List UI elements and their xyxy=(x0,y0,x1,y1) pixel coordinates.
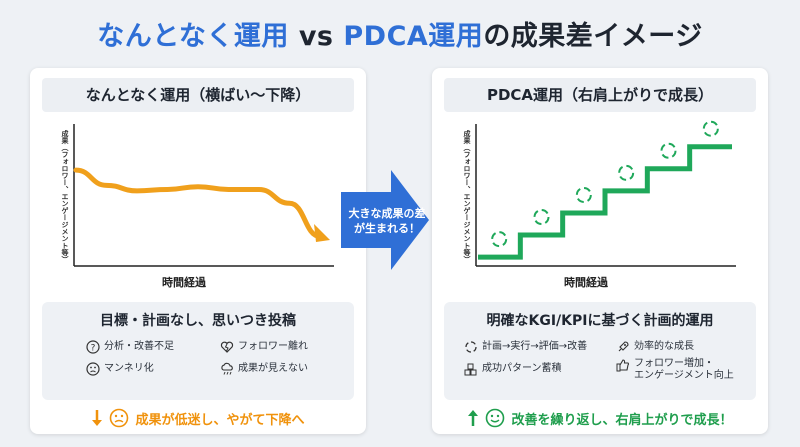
big-arrow-line-2: が生まれる！ xyxy=(354,222,420,235)
question-icon: ? xyxy=(86,340,100,354)
left-conclusion-text: 成果が低迷し、やがて下降へ xyxy=(135,412,305,428)
right-conclusion: 改善を繰り返し、右肩上がりで成長！ xyxy=(432,406,768,430)
right-x-label: 時間経過 xyxy=(564,275,609,289)
page-title: なんとなく運用 vs PDCA運用の成果差イメージ xyxy=(0,14,800,53)
cycle-icon xyxy=(491,231,508,248)
right-y-label: 成果（フォロワー、エンゲージメント等） xyxy=(463,130,471,263)
cycle-icon xyxy=(702,120,719,137)
title-part-3: PDCA運用 xyxy=(343,21,484,52)
title-part-2: vs xyxy=(298,21,344,52)
title-part-1: なんとなく運用 xyxy=(97,21,299,52)
right-item-label: 成功パターン蓄積 xyxy=(482,363,562,374)
left-x-label: 時間経過 xyxy=(162,275,207,289)
left-conclusion: 成果が低迷し、やがて下降へ xyxy=(30,406,366,430)
left-info-box: 目標・計画なし、思いつき投稿 ? 分析・改善不足 フォロワー離れ マンネリ化 成… xyxy=(42,302,354,400)
right-panel: PDCA運用（右肩上がりで成長） 時間経過 成果（フォロワー、エンゲージメント等… xyxy=(432,68,768,434)
left-item-rut: マンネリ化 xyxy=(86,362,154,376)
left-series-line xyxy=(73,167,323,239)
left-item-analysis: ? 分析・改善不足 xyxy=(86,340,174,354)
right-series-line xyxy=(478,144,732,260)
left-line-arrowhead xyxy=(314,224,330,242)
sad-face-icon xyxy=(86,362,100,376)
left-item-label: マンネリ化 xyxy=(104,363,154,374)
right-item-label: 効率的な成長 xyxy=(634,341,694,352)
title-part-4: の成果差イメージ xyxy=(483,21,703,52)
right-chart: 時間経過 xyxy=(475,120,736,289)
down-arrow-icon xyxy=(92,410,103,426)
left-panel-heading: なんとなく運用（横ばい〜下降） xyxy=(42,78,354,112)
left-chart: 時間経過 xyxy=(73,124,334,289)
up-arrow-icon xyxy=(468,410,479,426)
right-info-box: 明確なKGI/KPIに基づく計画的運用 計画→実行→評価→改善 効率的な成長 成… xyxy=(444,302,756,400)
right-item-follower-growth: フォロワー増加・ エンゲージメント向上 xyxy=(616,358,734,382)
left-item-no-results: 成果が見えない xyxy=(220,362,308,376)
cycle-icon xyxy=(618,164,635,181)
left-item-follower-loss: フォロワー離れ xyxy=(220,340,308,354)
right-item-label: 計画→実行→評価→改善 xyxy=(482,341,588,352)
right-info-title: 明確なKGI/KPIに基づく計画的運用 xyxy=(486,313,714,329)
rain-cloud-icon xyxy=(221,362,233,375)
right-item-follower-lines: フォロワー増加・ エンゲージメント向上 xyxy=(634,358,734,382)
cycle-icon xyxy=(660,142,677,159)
svg-text:?: ? xyxy=(91,344,96,354)
right-item-success-patterns: 成功パターン蓄積 xyxy=(464,362,562,376)
thumbs-up-icon xyxy=(616,359,630,372)
big-arrow-line-1: 大きな成果の差 xyxy=(348,207,426,220)
left-item-label: フォロワー離れ xyxy=(238,341,308,352)
cycle-icon xyxy=(465,341,477,353)
stacked-blocks-icon xyxy=(464,363,477,376)
left-panel: なんとなく運用（横ばい〜下降） 時間経過 成果（フォロワー、エンゲージメント等）… xyxy=(30,68,366,434)
right-item-label: フォロワー増加・ xyxy=(634,358,714,369)
left-item-label: 分析・改善不足 xyxy=(104,341,174,352)
right-panel-heading: PDCA運用（右肩上がりで成長） xyxy=(444,78,756,112)
right-item-label: エンゲージメント向上 xyxy=(634,370,734,381)
left-item-label: 成果が見えない xyxy=(238,363,308,374)
big-arrow-text: 大きな成果の差 が生まれる！ xyxy=(345,206,429,236)
left-y-label: 成果（フォロワー、エンゲージメント等） xyxy=(61,130,69,263)
right-cycle-markers xyxy=(491,120,719,248)
big-arrow-shape xyxy=(341,170,429,270)
cycle-icon xyxy=(533,209,550,226)
right-item-efficient-growth: 効率的な成長 xyxy=(616,340,694,354)
left-info-title: 目標・計画なし、思いつき投稿 xyxy=(100,313,296,329)
right-item-pdca: 計画→実行→評価→改善 xyxy=(464,340,587,354)
broken-heart-icon xyxy=(220,341,234,353)
sad-face-icon xyxy=(110,408,129,428)
smiley-face-icon xyxy=(486,408,505,428)
right-conclusion-text: 改善を繰り返し、右肩上がりで成長！ xyxy=(511,412,733,428)
rocket-icon xyxy=(618,341,629,352)
cycle-icon xyxy=(575,186,592,203)
